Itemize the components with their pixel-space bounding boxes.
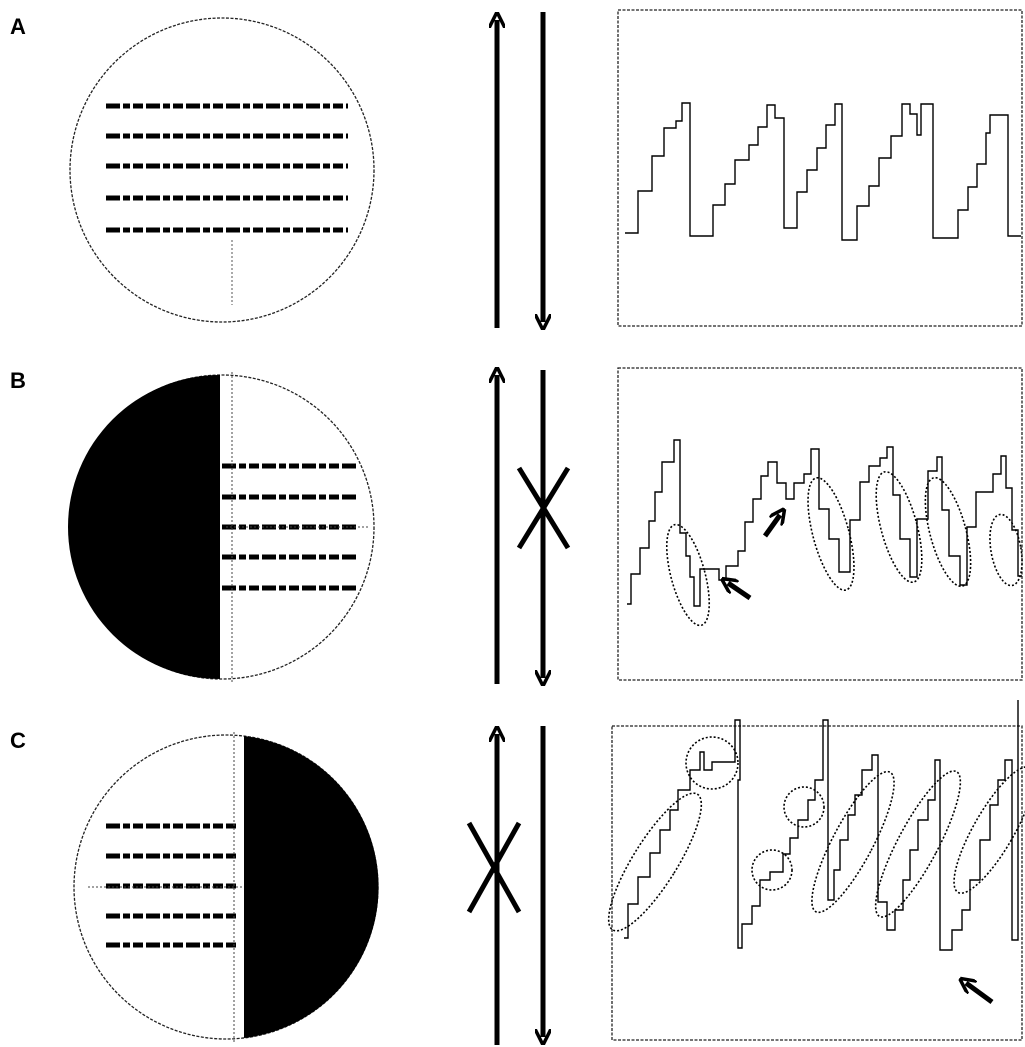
visual-field-c	[73, 732, 379, 1042]
trace-frame-b	[617, 367, 1023, 681]
eye-trace-a	[617, 9, 1023, 327]
panel-a	[69, 9, 1023, 328]
arrows-b	[497, 370, 543, 684]
panel-label-b: B	[10, 368, 26, 393]
trace-line-a	[625, 102, 1021, 241]
panel-label-a: A	[10, 14, 26, 39]
pointer-arrow-b2	[762, 515, 780, 538]
pointer-arrows-c	[966, 983, 994, 1005]
arrows-c	[497, 726, 543, 1045]
panel-label-c: C	[10, 728, 26, 753]
arrows-a	[497, 12, 543, 328]
pointer-arrow-c1	[966, 983, 994, 1005]
trace-frame-a	[617, 9, 1023, 327]
trace-line-b	[627, 439, 1022, 607]
pointer-arrow-b1	[728, 583, 752, 601]
visual-field-b	[68, 372, 375, 682]
scotoma-c	[244, 736, 379, 1038]
eye-trace-b	[617, 367, 1023, 681]
cross-mark-b	[516, 466, 571, 550]
regression-circles-b	[665, 470, 1023, 627]
pointer-arrows-b	[728, 515, 780, 601]
panel-c	[73, 700, 1025, 1045]
trace-frame-c	[611, 725, 1023, 1041]
scotoma-b	[68, 375, 220, 679]
text-lines-a	[106, 103, 348, 233]
text-lines-c	[106, 823, 236, 948]
cross-mark-c	[466, 821, 522, 914]
regression-circles-c	[607, 736, 1025, 932]
visual-field-a	[69, 17, 375, 323]
eye-trace-c	[607, 700, 1025, 1041]
trace-line-c	[624, 700, 1019, 951]
panel-b	[68, 367, 1023, 684]
